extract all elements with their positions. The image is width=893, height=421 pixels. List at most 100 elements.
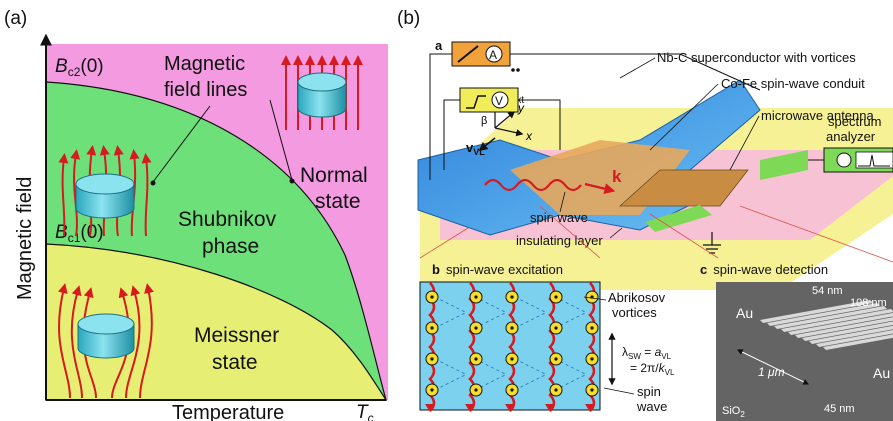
- vortex-core: [430, 326, 434, 330]
- sem-finger: [788, 312, 893, 335]
- sem-finger: [823, 334, 893, 350]
- panel-b-label: (b): [397, 8, 420, 29]
- callout-analyzer-2: analyzer: [826, 129, 876, 144]
- vortex-core: [510, 388, 514, 392]
- sem-sio2: SiO2: [722, 405, 745, 419]
- v-vl-vector: [478, 137, 496, 152]
- bc2-label: Bc2(0): [55, 56, 104, 79]
- spin-wave-arrowhead: [465, 404, 475, 412]
- y-axis-b: [494, 111, 516, 129]
- wire-3: [443, 99, 460, 170]
- vortex-core: [474, 295, 478, 299]
- zoom-line-b-right: [539, 205, 601, 259]
- zoom-line-b-left: [419, 227, 469, 259]
- abrikosov-label-1: Abrikosov: [608, 290, 666, 305]
- sem-1um: 1 μm: [758, 365, 785, 379]
- sem-45nm: 45 nm: [824, 403, 855, 415]
- sem-finger: [795, 317, 893, 338]
- beta-label: β: [481, 115, 487, 127]
- spin-wave-trace: [484, 178, 582, 192]
- sem-au-left: Au: [736, 305, 753, 321]
- voltmeter-box: V: [459, 87, 519, 113]
- vortex-lattice: [425, 282, 599, 412]
- callout-superconductor: Nb-C superconductor with vortices: [657, 50, 856, 65]
- ammeter-symbol: A: [489, 48, 497, 62]
- vortex-core: [510, 357, 514, 361]
- sem-finger: [802, 321, 893, 341]
- vortex-core: [430, 357, 434, 361]
- vortex-core: [510, 326, 514, 330]
- sem-fingers: [760, 300, 893, 350]
- vortex-core: [474, 388, 478, 392]
- normal-state-illustration: [281, 55, 363, 130]
- normal-state-label-2: state: [315, 190, 361, 213]
- panel-b: (b) a k z y x β Hext vVL: [397, 8, 893, 421]
- spin-wave-label-2: wave: [636, 399, 667, 414]
- wire-1: [510, 53, 761, 91]
- leader-dot: [150, 180, 156, 186]
- shubnikov-label-2: phase: [202, 235, 259, 258]
- abrikosov-label-2: vortices: [612, 305, 657, 320]
- tc-label: Tc: [356, 402, 374, 421]
- vortex-core: [474, 357, 478, 361]
- wire-2: [429, 53, 452, 180]
- vortex-core: [430, 295, 434, 299]
- vortex-core: [590, 326, 594, 330]
- vortex-core: [510, 295, 514, 299]
- callout-insulating: insulating layer: [516, 233, 603, 248]
- sem-finger: [816, 330, 893, 347]
- ground-wire: [703, 232, 721, 254]
- x-axis-label: Temperature: [172, 402, 284, 421]
- callout-spin-wave: spin wave: [530, 210, 588, 225]
- ammeter-icon: [485, 45, 503, 63]
- sem-finger: [781, 309, 893, 332]
- vortex-core: [554, 357, 558, 361]
- k-vector: [584, 182, 616, 195]
- y-axis-label: Magnetic field: [14, 177, 36, 300]
- sem-finger: [809, 325, 893, 344]
- spin-wave-arrowhead: [505, 404, 515, 412]
- spin-wave-arrowhead: [545, 404, 555, 412]
- sem-finger: [760, 300, 873, 323]
- y-label: y: [517, 101, 525, 115]
- spin-wave-label-1: spin: [637, 384, 661, 399]
- x-axis-b: [494, 127, 524, 137]
- sem-54nm: 54 nm: [812, 285, 843, 297]
- spin-wave-arrowhead: [585, 404, 595, 412]
- field-lines-label-1: Magnetic: [164, 53, 245, 75]
- field-lines-label-2: field lines: [164, 79, 247, 101]
- normal-state-label-1: Normal: [300, 164, 368, 187]
- voltmeter-symbol: V: [495, 94, 503, 108]
- spin-wave-arrowhead: [425, 404, 435, 412]
- sem-108nm: 108 nm: [850, 297, 887, 309]
- x-label: x: [525, 129, 533, 143]
- v-vl-label: vVL: [466, 140, 485, 157]
- analyzer-peak-icon: [858, 154, 890, 167]
- shubnikov-illustration: [58, 145, 152, 237]
- sem-au-right: Au: [873, 365, 890, 381]
- vortex-core: [554, 326, 558, 330]
- callout-analyzer-1: spectrum: [828, 114, 881, 129]
- panel-a: (a) Magnetic field Temperature Tc Bc2(0)…: [4, 8, 388, 421]
- lambda-eq-2: = 2π/kVL: [630, 361, 675, 377]
- leader-dot-2: [289, 178, 295, 184]
- antenna-pad-right: [760, 150, 808, 180]
- panel-a-label: (a): [4, 8, 27, 29]
- zoom-line-c-right: [739, 205, 893, 263]
- field-lines-leader: [152, 105, 211, 183]
- vortex-core: [554, 388, 558, 392]
- spectrum-analyzer-box: [808, 147, 893, 173]
- ammeter-box: A: [451, 41, 520, 72]
- microwave-antenna: [618, 169, 749, 207]
- wire-4: [518, 99, 561, 150]
- meissner-illustration: [57, 283, 154, 399]
- lambda-eq-1: λSW = aVL: [622, 345, 672, 361]
- vortex-core: [590, 388, 594, 392]
- vortex-core: [590, 357, 594, 361]
- antenna-pad-left: [645, 205, 712, 232]
- vortex-core: [474, 326, 478, 330]
- voltmeter-icon: [491, 91, 509, 109]
